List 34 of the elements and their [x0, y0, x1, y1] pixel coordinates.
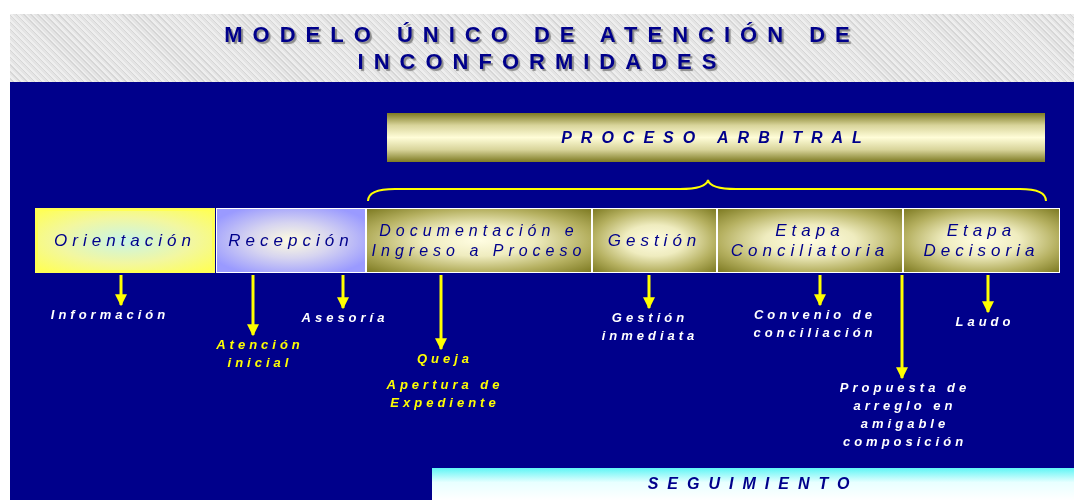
stage-label: Etapa Conciliatoria: [729, 220, 891, 261]
output-label: Propuesta de arreglo en amigable composición: [838, 379, 972, 451]
arrow: [814, 275, 826, 307]
stage-label: Documentación e Ingreso a Proceso: [370, 220, 588, 261]
stage-box: [717, 208, 903, 273]
arrow: [896, 275, 908, 380]
output-label: Apertura de Expediente: [385, 376, 505, 412]
title: MODELO ÚNICO DE ATENCIÓN DE INCONFORMIDADES: [223, 21, 861, 75]
arrow: [643, 275, 655, 310]
arrow: [982, 275, 994, 314]
stage-box: [216, 208, 366, 273]
stage-box: [366, 208, 592, 273]
stage-label: Etapa Decisoria: [922, 220, 1041, 261]
stage-label: Gestión: [607, 230, 702, 251]
stage-box: [592, 208, 717, 273]
output-label: Información: [50, 306, 170, 324]
arrow: [247, 275, 259, 337]
stage-label: Orientación: [54, 230, 196, 251]
output-label: Asesoría: [301, 309, 389, 327]
band-label: SEGUIMIENTO: [647, 474, 859, 494]
arrow: [115, 275, 127, 307]
band-label: PROCESO ARBITRAL: [561, 127, 871, 148]
arrow: [435, 275, 447, 351]
stage-box: [35, 208, 215, 273]
output-label: Laudo: [955, 313, 1015, 331]
output-label: Queja: [416, 350, 474, 368]
arrow: [337, 275, 349, 310]
output-label: Gestión inmediata: [600, 309, 700, 345]
stage-box: [903, 208, 1060, 273]
output-label: Atención inicial: [215, 336, 305, 372]
follow-up-band: [432, 468, 1074, 500]
output-label: Convenio de conciliación: [752, 306, 878, 342]
stage-label: Recepción: [228, 230, 354, 251]
process-band: [387, 113, 1045, 162]
